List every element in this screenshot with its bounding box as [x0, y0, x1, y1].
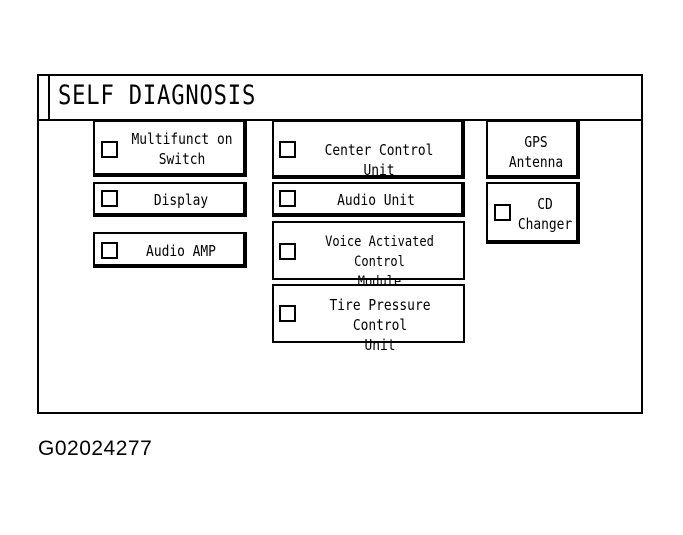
audio-amp-checkbox[interactable]: [101, 242, 118, 259]
center-control-unit-label: Center Control Unit: [324, 141, 434, 179]
audio-unit-label: Audio Unit: [337, 191, 415, 209]
title-bar: SELF DIAGNOSIS: [39, 76, 641, 121]
audio-amp-button[interactable]: Audio AMP: [93, 232, 247, 268]
cd-changer-button[interactable]: CD Changer: [486, 182, 580, 244]
cd-changer-checkbox[interactable]: [494, 204, 511, 221]
voice-activated-control-module-label: Voice Activated Control Module: [325, 234, 434, 290]
center-control-unit-checkbox[interactable]: [279, 141, 296, 158]
multifunction-switch-button[interactable]: Multifunct on Switch: [93, 120, 247, 177]
multifunction-switch-checkbox[interactable]: [101, 141, 118, 158]
tire-pressure-control-unit-label: Tire Pressure Control Unit: [329, 296, 431, 354]
multifunction-switch-label: Multifunct on Switch: [131, 130, 233, 168]
voice-activated-control-module-button[interactable]: Voice Activated Control Module: [272, 221, 465, 290]
display-button[interactable]: Display: [93, 182, 247, 217]
display-checkbox[interactable]: [101, 190, 118, 207]
audio-unit-checkbox[interactable]: [279, 190, 296, 207]
audio-unit-button[interactable]: Audio Unit: [272, 182, 465, 217]
audio-amp-label: Audio AMP: [146, 242, 216, 260]
screen-title: SELF DIAGNOSIS: [58, 80, 257, 111]
gps-antenna-button[interactable]: GPS Antenna: [486, 120, 580, 179]
tire-pressure-control-unit-checkbox[interactable]: [279, 305, 296, 322]
figure-code: G02024277: [38, 437, 153, 460]
cd-changer-label: CD Changer: [517, 195, 573, 233]
display-label: Display: [153, 191, 209, 209]
gps-antenna-label: GPS Antenna: [508, 133, 564, 171]
voice-activated-control-module-checkbox[interactable]: [279, 243, 296, 260]
center-control-unit-button[interactable]: Center Control Unit: [272, 120, 465, 179]
tire-pressure-control-unit-button[interactable]: Tire Pressure Control Unit: [272, 284, 465, 354]
